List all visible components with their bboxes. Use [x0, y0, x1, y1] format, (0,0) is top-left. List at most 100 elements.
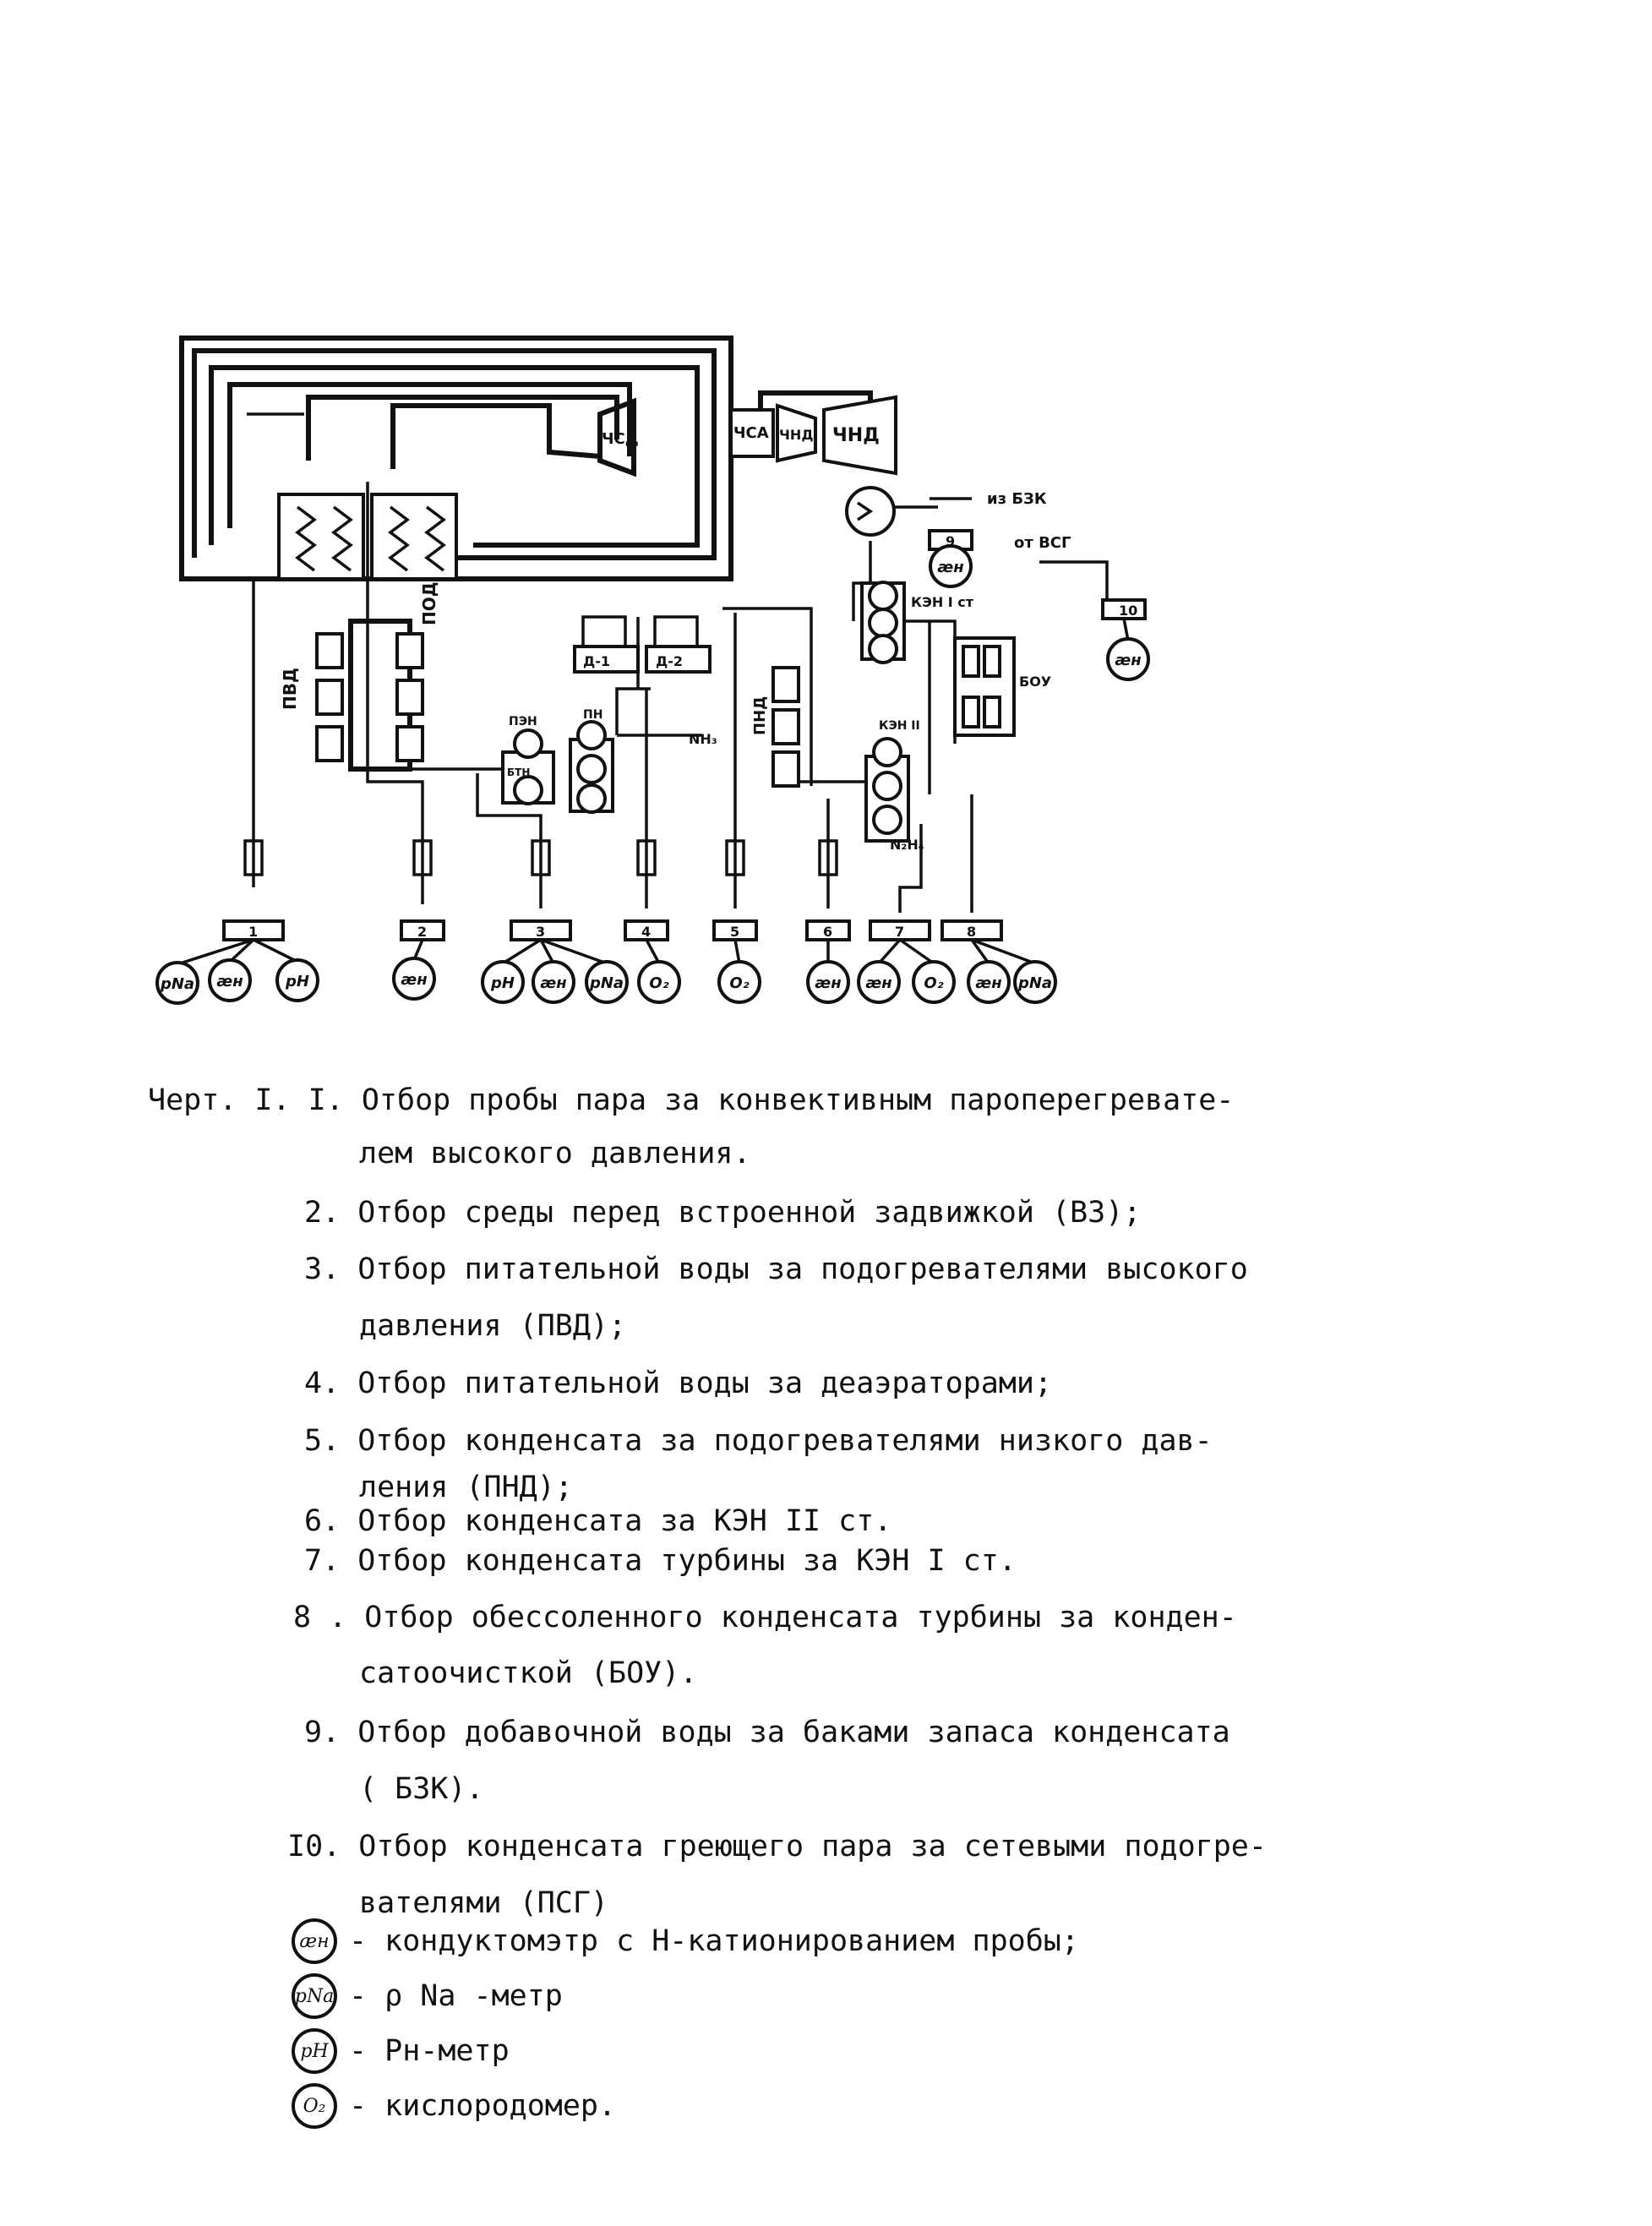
legend-text-oxygen: - кислородомер. — [349, 2089, 617, 2123]
instrument-line — [898, 938, 935, 965]
caption-line-8: ления (ПНД); — [359, 1470, 573, 1504]
instrument-icon — [637, 960, 681, 1004]
instrument-line — [502, 938, 542, 965]
filter-4 — [636, 839, 657, 876]
legend-row-conductometer: æн - кондуктомэтр с Н-катионированием пр… — [292, 1914, 1079, 1968]
caption-line-4: 3. Отбор питательной воды за подогревате… — [304, 1252, 1248, 1286]
instrument-icon — [1106, 637, 1150, 681]
instrument-icon — [806, 960, 850, 1004]
from-vsg-label: от ВСГ — [1014, 534, 1071, 552]
caption-line-13: 9. Отбор добавочной воды за баками запас… — [304, 1716, 1230, 1749]
instrument-label: O₂ — [649, 974, 668, 992]
instrument-icon — [1013, 960, 1057, 1004]
instrument-line — [877, 938, 902, 965]
legend-text-pna: - ρ Na -метр — [349, 1979, 563, 2013]
instrument-label: pH — [285, 973, 309, 990]
chnd-small-label: ЧНД — [779, 427, 814, 443]
legend-text-ph: - Рн-метр — [349, 2034, 510, 2068]
pnd-heaters: ПНД — [751, 666, 870, 788]
caption-line-10: 7. Отбор конденсата турбины за КЭН I ст. — [304, 1544, 1017, 1578]
instrument-label: pNa — [1017, 974, 1052, 992]
superheater-right — [370, 493, 458, 581]
instrument-label: æн — [1115, 652, 1141, 669]
instrument-line — [645, 939, 661, 964]
pnd-label: ПНД — [751, 696, 769, 735]
sample-number-1: 1 — [248, 924, 258, 940]
instrument-line — [253, 938, 298, 963]
instrument-icon — [912, 960, 956, 1004]
legend-row-oxygen: O₂ - кислородомер. — [292, 2079, 616, 2133]
instrument-label: æн — [975, 974, 1001, 992]
instrument-line — [733, 939, 741, 964]
sample-number-2: 2 — [417, 924, 427, 940]
instrument-label: æн — [815, 974, 841, 992]
instrument-label: pNa — [589, 974, 624, 992]
filter-5 — [725, 839, 745, 876]
pn-label: ПН — [583, 708, 602, 722]
oxygen-meter-icon: O₂ — [292, 2083, 337, 2129]
superheater-left — [277, 493, 365, 581]
ken-ii: КЭН II N₂H₄ — [864, 719, 924, 853]
legend-row-pna: pNa - ρ Na -метр — [292, 1969, 563, 2023]
instrument-label: æн — [401, 971, 427, 989]
caption-line-15: I0. Отбор конденсата греющего пара за се… — [287, 1830, 1267, 1863]
instrument-icon — [392, 957, 436, 1001]
instrument-icon — [717, 960, 761, 1004]
thermal-scheme-diagram: ЧСД ЧСА ЧНД ЧНД из БЗК от ВСГ ПВД П — [155, 336, 1150, 1005]
sample-number-9: 9 — [946, 533, 955, 549]
instrument-label: æн — [937, 559, 963, 576]
sample-number-3: 3 — [536, 924, 545, 940]
pod-label: ПОД — [419, 581, 439, 625]
caption-line-6: 4. Отбор питательной воды за деаэраторам… — [304, 1367, 1053, 1400]
instrument-line — [177, 938, 254, 966]
sample-number-4: 4 — [641, 924, 651, 940]
bou-label: БОУ — [1019, 674, 1051, 690]
instrument-icon — [929, 544, 973, 588]
pen-label: ПЭН — [509, 715, 537, 728]
caption-line-9: 6. Отбор конденсата за КЭН II ст. — [304, 1504, 892, 1538]
chnd-label: ЧНД — [832, 425, 880, 446]
sample-number-7: 7 — [895, 924, 904, 940]
filter-2 — [412, 839, 433, 876]
caption-line-1: Черт. I. I. Отбор пробы пара за конвекти… — [148, 1083, 1235, 1117]
instrument-label: æн — [540, 974, 566, 992]
instrument-line — [540, 938, 608, 965]
n2h4-label: N₂H₄ — [890, 837, 924, 853]
instrument-line — [539, 939, 555, 964]
instrument-icon — [857, 960, 901, 1004]
instrument-icon — [481, 960, 525, 1004]
sample-number-6: 6 — [823, 924, 832, 940]
instrument-label: æн — [216, 973, 243, 990]
instrument-icon — [967, 960, 1011, 1004]
d1-label: Д-1 — [583, 653, 610, 669]
instrument-line — [1122, 618, 1130, 641]
sample-point-5: 5O₂ — [712, 839, 761, 1004]
sample-number-10: 10 — [1119, 603, 1137, 619]
legend-row-ph: pH - Рн-метр — [292, 2024, 510, 2078]
sample-point-9: 9 æн — [928, 529, 973, 588]
filter-1 — [243, 839, 264, 876]
deaerators: Д-1 Д-2 NH₃ — [573, 607, 813, 786]
btn-label: БТН — [507, 767, 530, 778]
instrument-label: pNa — [160, 975, 194, 993]
instrument-icon — [585, 960, 629, 1004]
instrument-label: pH — [490, 974, 515, 992]
chsd-label: ЧСД — [602, 430, 639, 448]
caption-line-14: ( БЗК). — [359, 1772, 484, 1806]
ph-meter-icon: pH — [292, 2028, 337, 2074]
ken1-label: КЭН I ст — [911, 594, 974, 610]
sample-point-1: 1 pNa æн pH — [155, 839, 319, 1005]
sample-point-10: 10 æн — [1101, 598, 1150, 681]
chsa-label: ЧСА — [733, 424, 769, 442]
from-bzk-label: из БЗК — [987, 490, 1047, 508]
instrument-icon — [532, 960, 575, 1004]
instrument-line — [971, 938, 1036, 965]
sample-number-8: 8 — [967, 924, 976, 940]
ken2-label: КЭН II — [879, 719, 920, 733]
instrument-icon — [208, 958, 252, 1002]
sample-point-4: 4O₂ — [624, 839, 681, 1004]
caption-line-2: лем высокого давления. — [359, 1137, 751, 1170]
caption-line-7: 5. Отбор конденсата за подогревателями н… — [304, 1424, 1213, 1458]
pvd-pod-heaters: ПВД ПОД — [280, 581, 439, 772]
